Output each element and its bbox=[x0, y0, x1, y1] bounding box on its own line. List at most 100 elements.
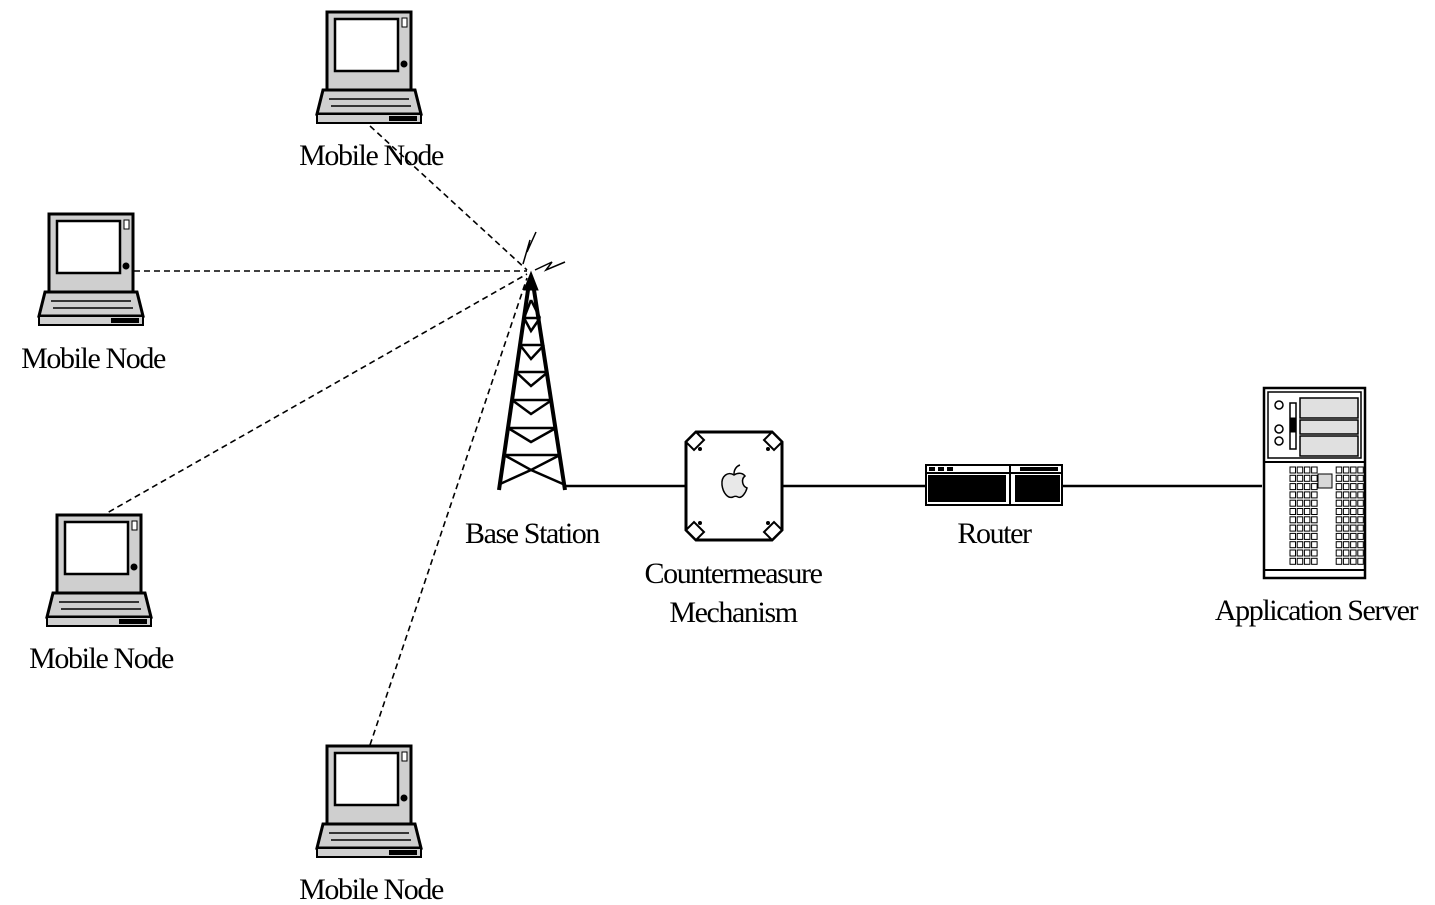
base-station: Base Station bbox=[465, 231, 602, 550]
vent-slot bbox=[1342, 524, 1350, 532]
vent-slot bbox=[1357, 532, 1364, 540]
vent-slot bbox=[1311, 557, 1318, 565]
vent-slot bbox=[1296, 491, 1304, 499]
vent-slot bbox=[1311, 549, 1318, 557]
vent-slot bbox=[1303, 508, 1311, 515]
vent-slot bbox=[1342, 474, 1350, 482]
vent-slot bbox=[1335, 491, 1343, 499]
wireless-link-node-left-lower bbox=[99, 273, 528, 518]
mobile-node-label: Mobile Node bbox=[299, 873, 444, 905]
vent-slot bbox=[1335, 557, 1343, 565]
apple-logo-icon bbox=[721, 464, 748, 499]
vent-slot bbox=[1335, 549, 1343, 557]
vent-slot bbox=[1335, 516, 1343, 524]
vent-slot bbox=[1296, 483, 1304, 491]
vent-slot bbox=[1350, 541, 1357, 549]
vent-slot bbox=[1296, 466, 1304, 474]
vent-slot bbox=[1289, 474, 1296, 482]
vent-slot bbox=[1311, 491, 1318, 499]
server-icon bbox=[1262, 386, 1367, 580]
vent-slot bbox=[1350, 474, 1357, 482]
vent-slot bbox=[1350, 491, 1357, 499]
vent-slot bbox=[1342, 491, 1350, 499]
computer-icon bbox=[684, 430, 784, 542]
vent-slot bbox=[1303, 524, 1311, 532]
vent-slot bbox=[1311, 499, 1318, 507]
vent-slot bbox=[1303, 474, 1311, 482]
vent-slot bbox=[1342, 466, 1350, 474]
vent-slot bbox=[1335, 532, 1343, 540]
vent-slot bbox=[1311, 541, 1318, 549]
vent-slot bbox=[1311, 524, 1318, 532]
laptop-icon bbox=[45, 513, 153, 628]
mobile-node-label: Mobile Node bbox=[299, 139, 444, 172]
vent-slot bbox=[1289, 532, 1296, 540]
countermeasure-mechanism: Countermeasure Mechanism bbox=[645, 430, 824, 629]
vent-slot bbox=[1335, 466, 1343, 474]
vent-slot bbox=[1303, 549, 1311, 557]
mobile-node-label: Mobile Node bbox=[21, 342, 166, 375]
vent-slot bbox=[1296, 541, 1304, 549]
vent-slot bbox=[1335, 483, 1343, 491]
vent-slot bbox=[1289, 483, 1296, 491]
vent-slot bbox=[1357, 541, 1364, 549]
laptop-icon bbox=[315, 744, 423, 859]
vent-slot bbox=[1350, 499, 1357, 507]
vent-slot bbox=[1357, 499, 1364, 507]
vent-slot bbox=[1296, 549, 1304, 557]
base-station-label: Base Station bbox=[465, 517, 600, 550]
vent-slot bbox=[1357, 483, 1364, 491]
mobile-node-left-lower: Mobile Node bbox=[29, 513, 175, 675]
vent-slot bbox=[1296, 474, 1304, 482]
countermeasure-label-line2: Mechanism bbox=[669, 596, 797, 629]
vent-slot bbox=[1311, 466, 1318, 474]
vent-slot bbox=[1335, 499, 1343, 507]
router: Router bbox=[925, 464, 1063, 550]
vent-slot bbox=[1342, 516, 1350, 524]
vent-slot bbox=[1357, 516, 1364, 524]
vent-slot bbox=[1311, 516, 1318, 524]
vent-slot bbox=[1296, 499, 1304, 507]
vent-slot bbox=[1342, 557, 1350, 565]
vent-slot bbox=[1289, 516, 1296, 524]
vent-slot bbox=[1335, 508, 1343, 515]
mobile-node-bottom: Mobile Node bbox=[299, 744, 445, 905]
vent-slot bbox=[1303, 541, 1311, 549]
laptop-icon bbox=[37, 212, 145, 327]
vent-slot bbox=[1350, 557, 1357, 565]
vent-slot bbox=[1357, 474, 1364, 482]
router-label: Router bbox=[957, 517, 1032, 550]
tower-icon bbox=[497, 231, 567, 491]
vent-slot bbox=[1350, 483, 1357, 491]
vent-slot bbox=[1357, 549, 1364, 557]
vent-slot bbox=[1296, 524, 1304, 532]
vent-slot bbox=[1342, 483, 1350, 491]
vent-slot bbox=[1342, 508, 1350, 515]
vent-slot bbox=[1311, 483, 1318, 491]
vent-slot bbox=[1350, 516, 1357, 524]
vent-slot bbox=[1342, 541, 1350, 549]
vent-slot bbox=[1303, 491, 1311, 499]
server-label: Application Server bbox=[1215, 594, 1419, 627]
mobile-node-left-upper: Mobile Node bbox=[21, 212, 167, 375]
vent-slot bbox=[1303, 483, 1311, 491]
vent-slot bbox=[1296, 557, 1304, 565]
vent-slot bbox=[1303, 499, 1311, 507]
vent-slot bbox=[1289, 524, 1296, 532]
mobile-node-top: Mobile Node bbox=[299, 10, 445, 172]
laptop-icon bbox=[315, 10, 423, 125]
vent-slot bbox=[1357, 557, 1364, 565]
vent-slot bbox=[1357, 491, 1364, 499]
wireless-links bbox=[99, 125, 528, 746]
vent-slot bbox=[1296, 508, 1304, 515]
vent-slot bbox=[1350, 508, 1357, 515]
server-vent-grid bbox=[1289, 466, 1364, 565]
vent-slot bbox=[1303, 516, 1311, 524]
vent-slot bbox=[1342, 549, 1350, 557]
vent-slot bbox=[1311, 474, 1318, 482]
vent-highlight bbox=[1317, 473, 1333, 489]
vent-slot bbox=[1311, 532, 1318, 540]
vent-slot bbox=[1289, 557, 1296, 565]
vent-slot bbox=[1296, 532, 1304, 540]
